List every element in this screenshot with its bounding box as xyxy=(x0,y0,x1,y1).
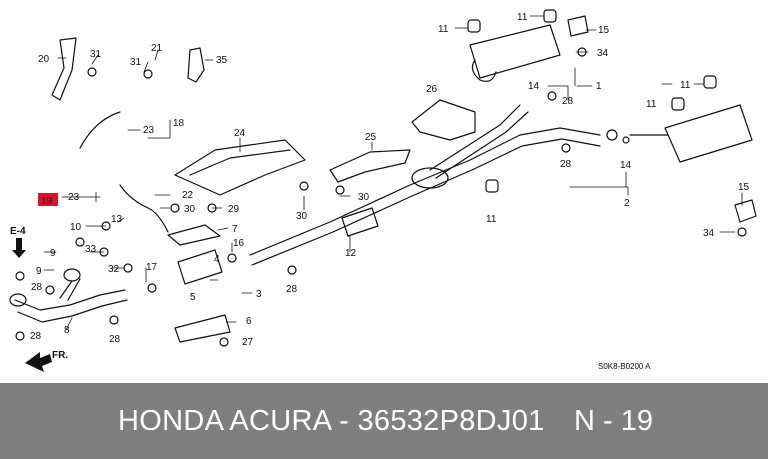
callout-1: 1 xyxy=(596,81,602,92)
mid-pipe-lower xyxy=(435,111,529,179)
callout-9: 9 xyxy=(36,266,42,277)
muffler-upper xyxy=(469,24,561,79)
callout-13: 13 xyxy=(111,214,123,225)
heat-shield-24 xyxy=(174,139,306,196)
callout-19-highlight xyxy=(38,193,58,206)
callout-20: 20 xyxy=(38,54,50,65)
callout-17: 17 xyxy=(146,262,158,273)
front-pipe-bend xyxy=(59,278,81,301)
tail-pipe-top xyxy=(567,15,589,37)
muffler-rear xyxy=(664,104,753,163)
callout-30: 30 xyxy=(358,192,370,203)
resonator xyxy=(411,167,449,189)
section-arrow-icon xyxy=(12,238,26,258)
callout-18: 18 xyxy=(173,118,185,129)
center-pipe xyxy=(249,127,601,256)
tail-pipe xyxy=(734,199,757,223)
mount-11-e xyxy=(485,179,499,193)
callout-11: 11 xyxy=(680,80,691,91)
callout-30: 30 xyxy=(184,204,196,215)
diagram-canvas: 20 31 21 31 35 11 11 15 34 14 1 28 26 11… xyxy=(9,9,757,372)
callout-21: 21 xyxy=(151,43,163,54)
front-arrow-icon xyxy=(25,352,52,372)
callout-28: 28 xyxy=(560,159,572,170)
callout-27: 27 xyxy=(242,337,254,348)
callout-5: 5 xyxy=(190,292,196,303)
callout-11: 11 xyxy=(646,99,657,110)
callout-23: 23 xyxy=(68,192,80,203)
callout-32: 32 xyxy=(108,264,120,275)
callout-11: 11 xyxy=(486,214,497,225)
heat-shield-25 xyxy=(329,149,411,183)
callout-11: 11 xyxy=(438,24,449,35)
catalyst-4 xyxy=(177,249,223,285)
callout-34: 34 xyxy=(597,48,609,59)
callout-28: 28 xyxy=(31,282,43,293)
callout-12: 12 xyxy=(345,248,357,259)
oxygen-sensor-wire-upper xyxy=(79,111,121,149)
callout-15: 15 xyxy=(738,182,750,193)
callout-10: 10 xyxy=(70,222,82,233)
callout-16: 16 xyxy=(233,238,245,249)
footer-title: HONDA ACURA - 36532P8DJ01 xyxy=(118,405,545,437)
callout-31: 31 xyxy=(90,49,102,60)
callout-2: 2 xyxy=(624,198,630,209)
callout-26: 26 xyxy=(426,84,438,95)
callout-22: 22 xyxy=(182,190,194,201)
callout-9: 9 xyxy=(50,248,56,259)
callout-28: 28 xyxy=(286,284,298,295)
diagram-code-label: S0K8-B0200 A xyxy=(598,362,651,371)
callout-7: 7 xyxy=(232,224,238,235)
callout-23: 23 xyxy=(143,125,155,136)
exhaust-parts-diagram: 20 31 21 31 35 11 11 15 34 14 1 28 26 11… xyxy=(9,9,757,372)
front-label: FR. xyxy=(52,350,68,361)
footer-bar: HONDA ACURA - 36532P8DJ01 N - 19 xyxy=(0,383,768,459)
callout-29: 29 xyxy=(228,204,240,215)
callout-19: 19 xyxy=(41,196,53,207)
mount-11-d xyxy=(671,97,685,111)
fasteners xyxy=(15,47,747,347)
footer-part-ref: N - 19 xyxy=(574,405,653,437)
callout-6: 6 xyxy=(246,316,252,327)
callout-33: 33 xyxy=(85,244,97,255)
mount-11-c xyxy=(703,75,717,89)
front-pipe-8 xyxy=(14,289,126,311)
callout-14: 14 xyxy=(528,81,540,92)
callout-4: 4 xyxy=(214,254,220,265)
oxygen-sensor-wire-19 xyxy=(119,184,169,233)
heat-shield-7 xyxy=(167,224,221,246)
muffler-upper-tip xyxy=(471,59,497,82)
callout-11: 11 xyxy=(517,12,528,23)
heat-shield-26 xyxy=(411,99,476,141)
callout-8: 8 xyxy=(64,325,70,336)
heat-shield-6 xyxy=(174,314,231,343)
mount-11-b xyxy=(543,9,557,23)
bracket-20 xyxy=(51,37,77,101)
callout-3: 3 xyxy=(256,289,262,300)
callout-28: 28 xyxy=(30,331,42,342)
callout-28: 28 xyxy=(562,96,574,107)
callout-34: 34 xyxy=(703,228,715,239)
callout-15: 15 xyxy=(598,25,610,36)
center-pipe-lower xyxy=(251,138,601,266)
leader-lines xyxy=(43,15,743,331)
bracket-35 xyxy=(187,47,205,83)
callout-25: 25 xyxy=(365,132,377,143)
callout-14: 14 xyxy=(620,160,632,171)
front-pipe-flange xyxy=(9,293,27,307)
section-label: E-4 xyxy=(10,226,26,237)
heat-shield-24-ridge xyxy=(189,149,291,176)
callout-35: 35 xyxy=(216,55,228,66)
front-pipe-8-lower xyxy=(17,299,128,323)
silencer-12 xyxy=(341,207,379,237)
front-pipe-flange-2 xyxy=(63,268,81,282)
callout-31: 31 xyxy=(130,57,142,68)
callout-28: 28 xyxy=(109,334,121,345)
mid-pipe xyxy=(429,104,521,171)
mount-11-a xyxy=(467,19,481,33)
callout-labels: 20 31 21 31 35 11 11 15 34 14 1 28 26 11… xyxy=(10,12,750,371)
callout-24: 24 xyxy=(234,128,246,139)
callout-30: 30 xyxy=(296,211,308,222)
